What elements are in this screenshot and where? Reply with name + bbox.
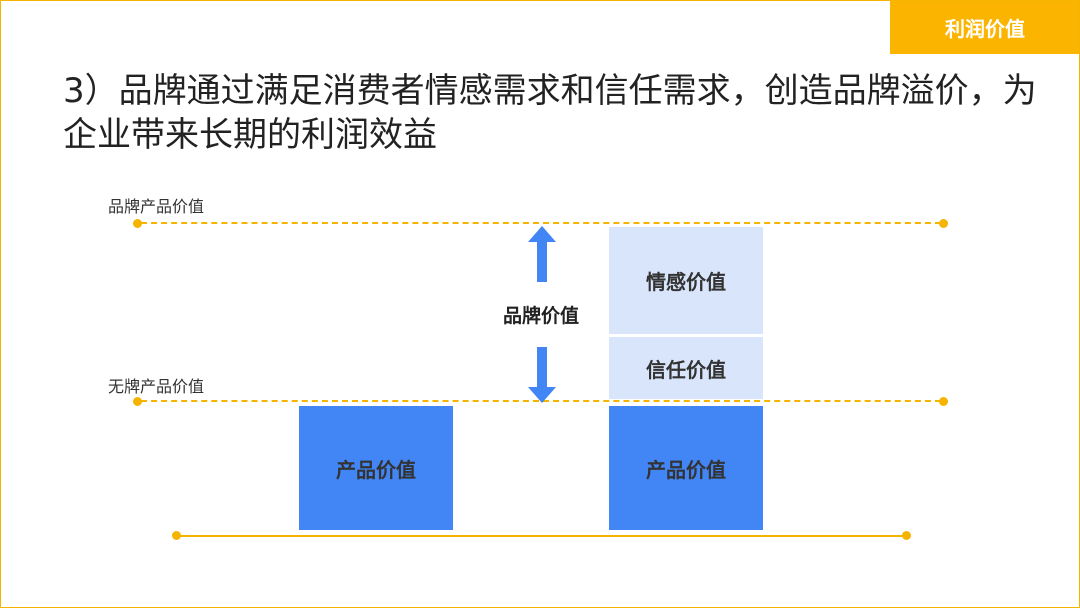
branded-line-start-dot bbox=[133, 219, 142, 228]
brand-value-label: 品牌价值 bbox=[502, 305, 579, 327]
left-product-value-box: 产品价值 bbox=[299, 406, 453, 530]
emotion-value-text: 情感价值 bbox=[646, 270, 726, 294]
right-product-value-text: 产品价值 bbox=[646, 457, 726, 482]
unbranded-value-label: 无牌产品价值 bbox=[108, 377, 205, 396]
slide-title: 3）品牌通过满足消费者情感需求和信任需求，创造品牌溢价，为企业带来长期的利润效益 bbox=[63, 71, 1037, 155]
trust-value-box: 信任价值 bbox=[609, 337, 763, 399]
section-tag: 利润价值 bbox=[890, 1, 1079, 54]
branded-value-label: 品牌产品价值 bbox=[108, 197, 205, 216]
trust-value-text: 信任价值 bbox=[646, 357, 726, 382]
branded-level-line bbox=[141, 222, 941, 224]
baseline bbox=[177, 535, 907, 537]
down-arrow-icon bbox=[528, 347, 556, 403]
branded-line-end-dot bbox=[939, 219, 948, 228]
baseline-end-dot bbox=[902, 531, 911, 540]
up-arrow-icon bbox=[528, 226, 556, 282]
emotion-value-box: 情感价值 bbox=[609, 227, 763, 334]
unbranded-line-end-dot bbox=[939, 397, 948, 406]
left-product-value-text: 产品价值 bbox=[336, 457, 416, 482]
right-product-value-box: 产品价值 bbox=[609, 406, 763, 530]
baseline-start-dot bbox=[172, 531, 181, 540]
unbranded-line-start-dot bbox=[133, 397, 142, 406]
